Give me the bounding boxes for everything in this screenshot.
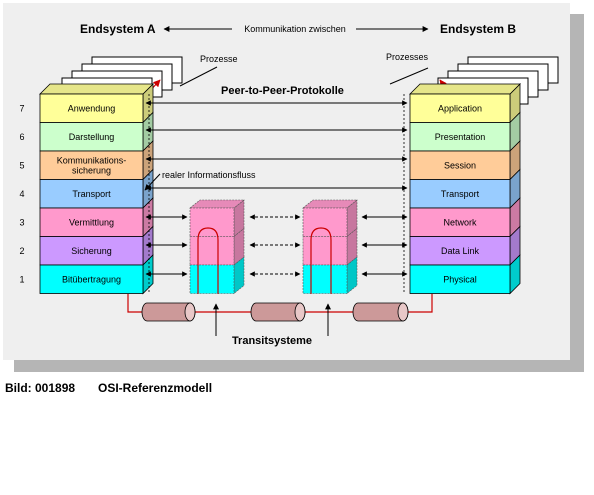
system-a-layer-label: Transport xyxy=(72,189,111,199)
system-a-layer-label: Anwendung xyxy=(68,103,116,113)
figure-id: Bild: 001898 xyxy=(5,381,76,395)
processes-left-pointer xyxy=(179,66,218,87)
system-b-layer-label: Network xyxy=(443,217,477,227)
system-a-layer-4: Transport xyxy=(39,168,154,209)
cable-3 xyxy=(352,302,409,322)
layer-number: 1 xyxy=(19,274,24,284)
system-b-layer-label: Data Link xyxy=(441,246,480,256)
communication-label: Kommunikation zwischen xyxy=(244,24,346,34)
system-a-layer-7: Anwendung xyxy=(39,83,154,124)
system-b-layer-label: Physical xyxy=(443,274,477,284)
real-flow-label: realer Informationsfluss xyxy=(162,170,256,180)
system-a-layer-label: Bitübertragung xyxy=(62,274,121,284)
processes-right-pointer xyxy=(389,67,429,85)
real-flow-pointer xyxy=(144,173,161,191)
peer-protocols-label: Peer-to-Peer-Protokolle xyxy=(221,85,344,97)
system-b-layer-7: Application xyxy=(409,83,521,124)
layer-number: 7 xyxy=(19,103,24,113)
transit-system-2 xyxy=(302,199,358,295)
system-a-layer-label: Kommunikations-sicherung xyxy=(57,155,127,175)
layer-number: 3 xyxy=(19,217,24,227)
system-a-layer-1: Bitübertragung xyxy=(39,254,154,295)
system-a-layer-3: Vermittlung xyxy=(39,197,154,238)
transit-systems-label: Transitsysteme xyxy=(232,335,312,347)
layer-number: 5 xyxy=(19,160,24,170)
system-b-layer-1: Physical xyxy=(409,254,521,295)
processes-right-label: Prozesses xyxy=(386,52,429,62)
system-b-layer-label: Application xyxy=(438,103,482,113)
system-a-layer-6: Darstellung xyxy=(39,111,154,152)
system-b-layer-6: Presentation xyxy=(409,111,521,152)
system-b-layer-label: Session xyxy=(444,160,476,170)
processes-left-label: Prozesse xyxy=(200,54,238,64)
layer-number: 4 xyxy=(19,189,24,199)
system-a-layer-label: Sicherung xyxy=(71,246,112,256)
system-a-layer-label: Vermittlung xyxy=(69,217,114,227)
system-b-layer-4: Transport xyxy=(409,168,521,209)
system-b-layer-label: Transport xyxy=(441,189,480,199)
system-a-layer-label: Darstellung xyxy=(69,132,115,142)
endsystem-b-label: Endsystem B xyxy=(440,22,516,36)
cable-1 xyxy=(141,302,196,322)
endsystem-a-label: Endsystem A xyxy=(80,22,156,36)
figure-title: OSI-Referenzmodell xyxy=(98,381,213,395)
system-b-layer-2: Data Link xyxy=(409,225,521,266)
layer-number: 6 xyxy=(19,132,24,142)
system-b-layer-label: Presentation xyxy=(435,132,486,142)
transit-system-1 xyxy=(189,199,245,295)
cable-2 xyxy=(250,302,306,322)
layer-number: 2 xyxy=(19,246,24,256)
